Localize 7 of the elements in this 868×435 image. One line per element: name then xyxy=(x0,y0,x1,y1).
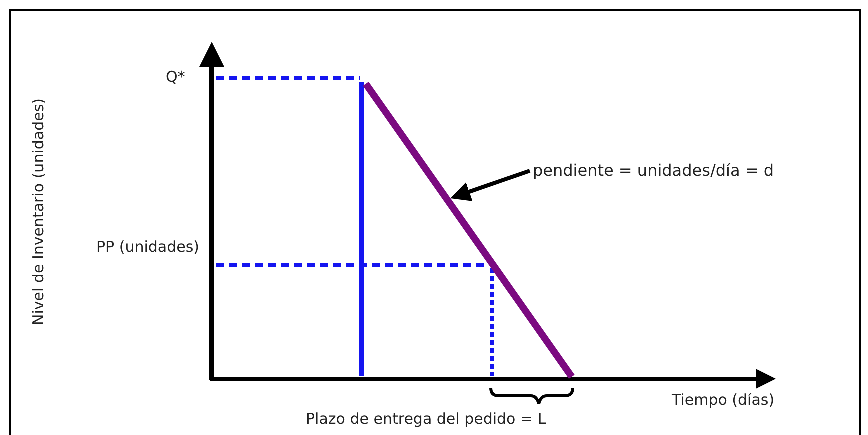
annotation-text: pendiente = unidades/día = d xyxy=(533,161,774,180)
arrow xyxy=(450,169,531,202)
axis-value-label: Q* xyxy=(166,68,186,86)
axis-title: Nivel de Inventario (unidades) xyxy=(29,98,47,326)
axis-value-label: PP (unidades) xyxy=(95,238,201,256)
axis-title: Tiempo (días) xyxy=(672,391,775,409)
brace-label: Plazo de entrega del pedido = L xyxy=(306,410,546,428)
